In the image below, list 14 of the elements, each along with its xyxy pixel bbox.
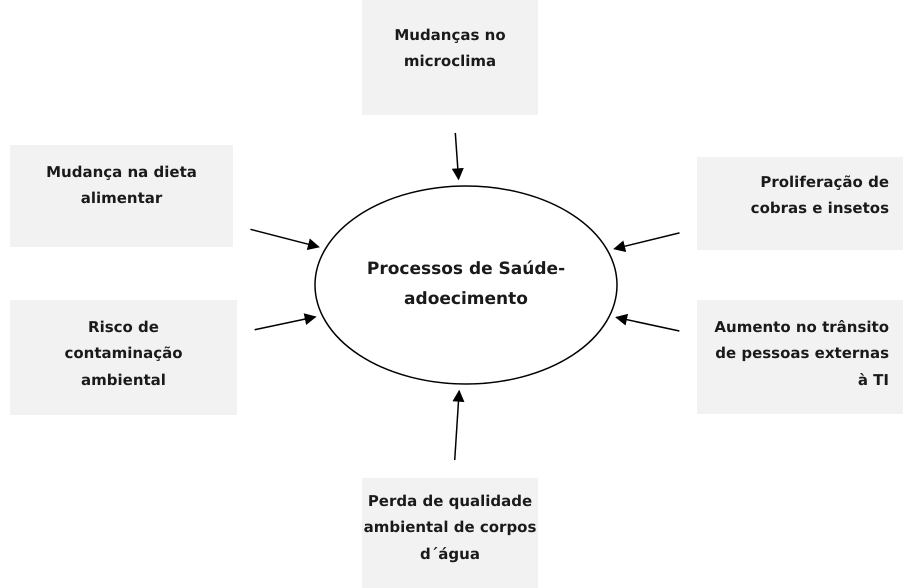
- node-label: Proliferação de cobras e insetos: [750, 172, 889, 220]
- node-label: Mudanças no microclima: [393, 25, 507, 72]
- arrow: [452, 132, 464, 180]
- arrow: [254, 313, 317, 330]
- process-ellipse: [314, 185, 618, 385]
- arrow: [452, 390, 464, 460]
- node-label: Processos de Saúde-adoecimento: [366, 258, 566, 311]
- node-label: Perda de qualidade ambiental de corpos d´água: [362, 491, 538, 564]
- node-label: Risco de contaminação ambiental: [63, 317, 184, 390]
- arrow: [615, 314, 680, 332]
- arrow: [250, 228, 320, 250]
- node-label: Aumento no trânsito de pessoas externas à TI: [713, 317, 889, 390]
- node-label: Mudança na dieta alimentar: [45, 162, 198, 210]
- arrow: [613, 232, 680, 252]
